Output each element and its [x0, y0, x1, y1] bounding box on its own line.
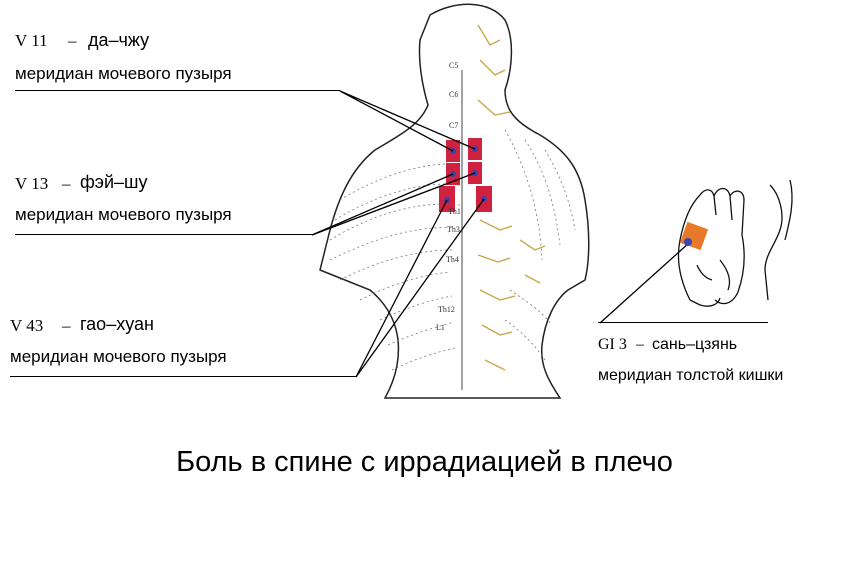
- point-v43-dash: –: [62, 316, 71, 335]
- vertebra-label: Th12: [438, 305, 455, 314]
- point-v13-meridian: меридиан мочевого пузыря: [15, 205, 232, 224]
- leader-gi3: [599, 242, 690, 324]
- back-acupoints: [439, 138, 492, 212]
- vertebra-label: Th1: [448, 207, 461, 216]
- acupoint-gi3-center: [684, 238, 692, 246]
- vertebra-label: C6: [449, 90, 458, 99]
- point-v11-underline: [15, 90, 340, 91]
- hand-illustration: [677, 179, 793, 307]
- leader-v11-a: [339, 90, 454, 152]
- point-v11-code: V 11: [15, 31, 48, 50]
- point-v43-code: V 43: [10, 316, 44, 335]
- vertebra-label: C5: [449, 61, 458, 70]
- vertebra-label: L1: [436, 323, 445, 332]
- leader-v13-b: [311, 172, 476, 236]
- point-v43-meridian: меридиан мочевого пузыря: [10, 347, 227, 366]
- vertebra-label: C7: [449, 121, 458, 130]
- point-v13-dash: –: [62, 174, 71, 193]
- point-v11-name: да–чжу: [88, 30, 150, 50]
- figure-caption: Боль в спине с иррадиацией в плечо: [176, 446, 673, 478]
- leader-lines: [311, 90, 690, 378]
- point-v13-code: V 13: [15, 174, 49, 193]
- acupoint-gi3: [679, 221, 709, 251]
- nerve-branches: [477, 24, 546, 371]
- point-v11-meridian: меридиан мочевого пузыря: [15, 64, 232, 83]
- vertebra-label: Th3: [447, 225, 460, 234]
- leader-v13-a: [311, 173, 454, 236]
- point-v11-dash: –: [68, 31, 77, 50]
- vertebra-label: Th4: [446, 255, 459, 264]
- point-gi3-code: GI 3: [598, 336, 627, 353]
- point-gi3-dash: –: [636, 336, 644, 353]
- leader-v43-b: [355, 198, 485, 378]
- point-v43-name: гао–хуан: [80, 314, 154, 334]
- point-v13-underline: [15, 234, 312, 235]
- point-gi3-name: сань–цзянь: [652, 336, 738, 353]
- point-gi3-underline: [598, 322, 768, 323]
- point-gi3-meridian: меридиан толстой кишки: [598, 367, 784, 384]
- leader-v11-b: [339, 90, 476, 150]
- point-v13-name: фэй–шу: [80, 172, 148, 192]
- leader-v43-a: [355, 199, 448, 378]
- point-v43-underline: [10, 376, 356, 377]
- dermatome-lines: [329, 129, 576, 371]
